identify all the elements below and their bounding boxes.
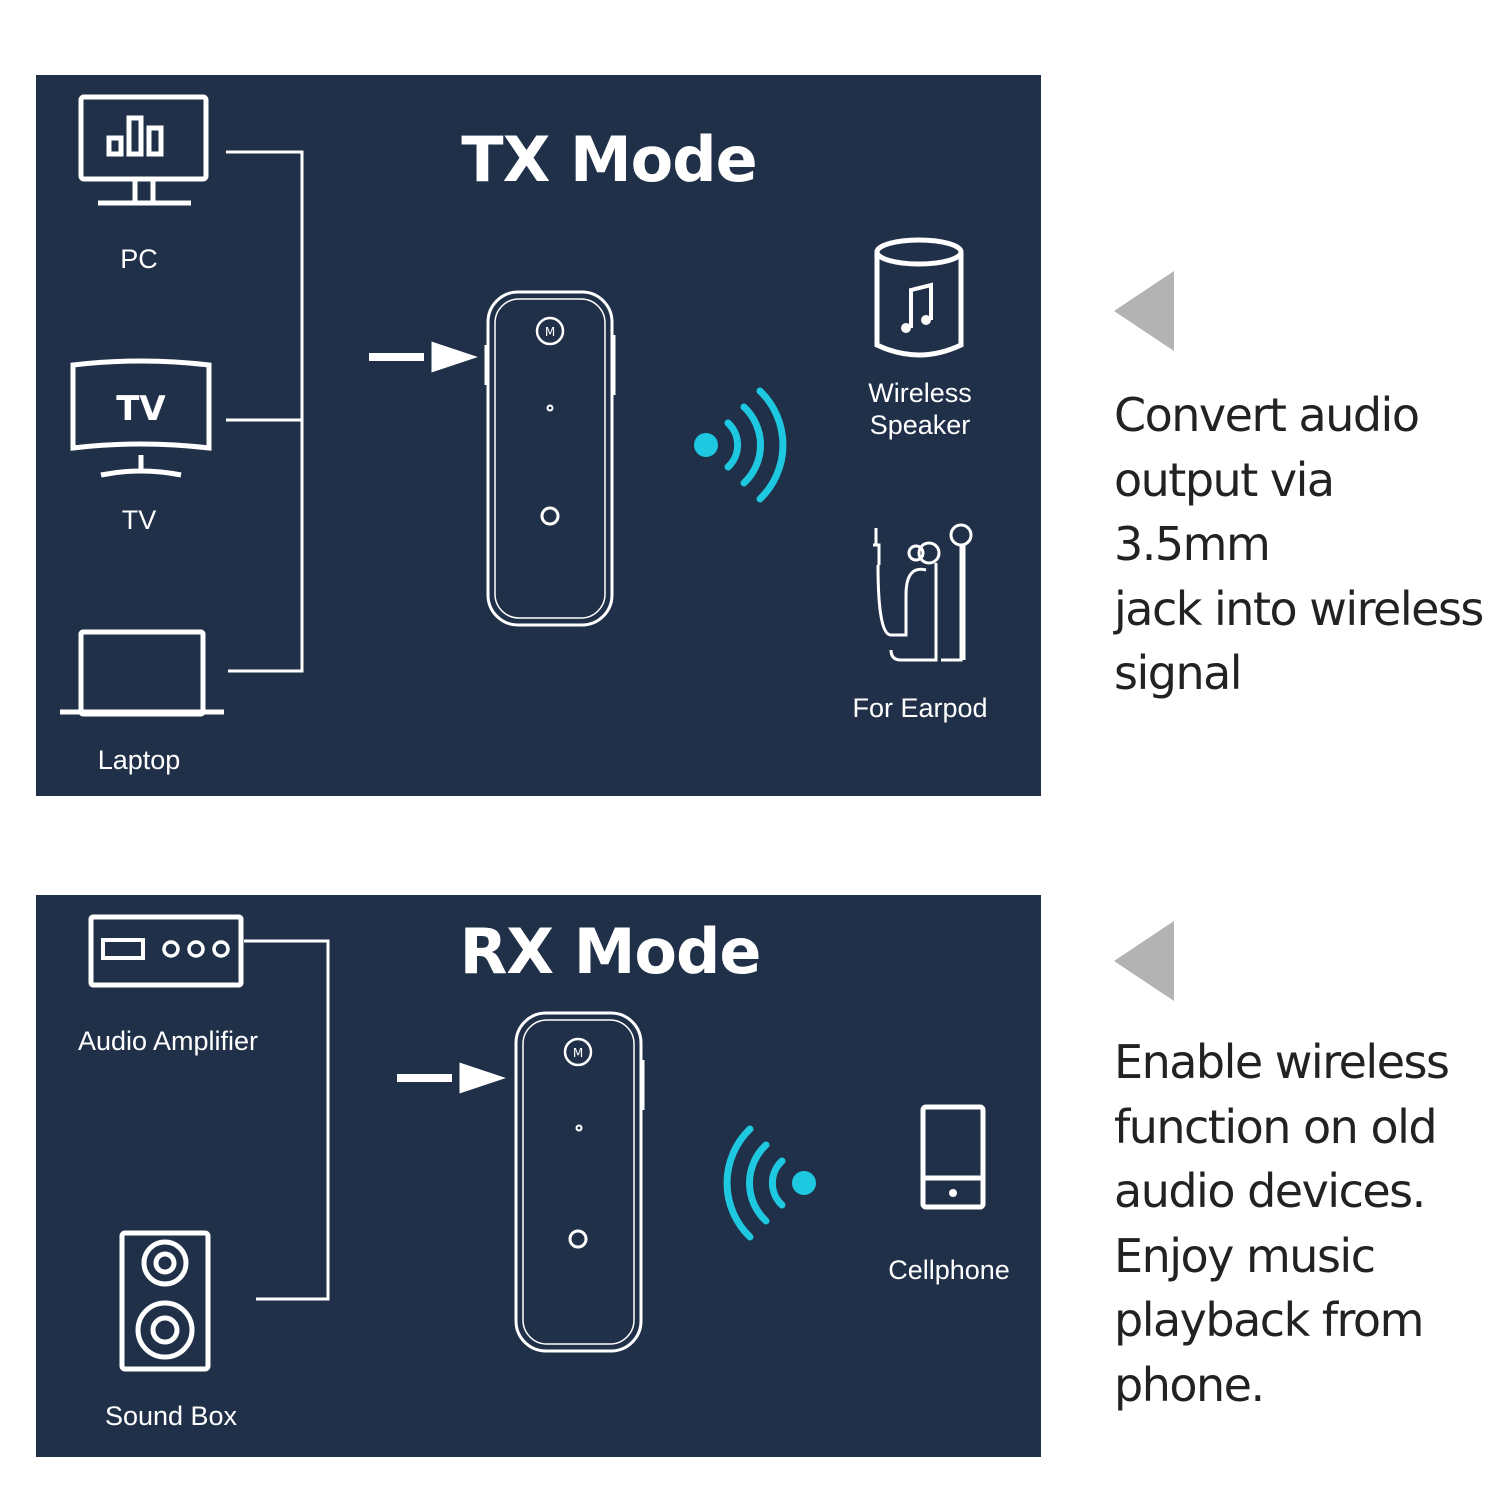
tx-description: Convert audio output via 3.5mm jack into… [1114, 388, 1484, 700]
device-button-label: M [545, 325, 555, 339]
audio-jack-icon [397, 1062, 506, 1094]
transmitter-device-icon [484, 290, 616, 627]
device-button-label: M [573, 1046, 583, 1060]
signal-waves-icon [694, 387, 787, 503]
tx-mode-panel: TV M TX Mode PC TV Laptop Wireless Speak… [36, 75, 1041, 796]
rx-mode-title: RX Mode [459, 915, 762, 988]
earphones-icon [873, 523, 973, 662]
tv-icon [70, 358, 212, 478]
cellphone-icon [920, 1104, 986, 1210]
tv-label: TV [121, 505, 157, 535]
receiver-device-icon [514, 1011, 645, 1353]
laptop-icon [60, 629, 224, 717]
cellphone-label: Cellphone [888, 1255, 1010, 1285]
tv-screen-text: TV [116, 389, 166, 429]
wireless-speaker-label: Wireless Speaker [868, 378, 972, 440]
sound-box-label: Sound Box [104, 1401, 238, 1431]
laptop-label: Laptop [97, 745, 181, 775]
audio-amplifier-label: Audio Amplifier [77, 1026, 259, 1056]
speaker-icon [874, 237, 964, 358]
signal-waves-icon [723, 1125, 816, 1241]
tx-mode-title: TX Mode [461, 123, 757, 196]
rx-description: Enable wireless function on old audio de… [1114, 1035, 1450, 1412]
connector-lines [244, 939, 330, 1301]
triangle-arrow-icon [1114, 271, 1174, 351]
amplifier-icon [88, 914, 244, 988]
audio-jack-icon [369, 341, 478, 373]
pc-label: PC [120, 244, 158, 274]
earpod-label: For Earpod [852, 693, 988, 723]
triangle-arrow-icon [1114, 921, 1174, 1001]
monitor-icon [78, 94, 209, 206]
connector-lines [226, 150, 304, 673]
sound-box-icon [119, 1230, 211, 1372]
rx-mode-panel: M RX Mode Audio Amplifier Sound Box Cell… [36, 895, 1041, 1457]
